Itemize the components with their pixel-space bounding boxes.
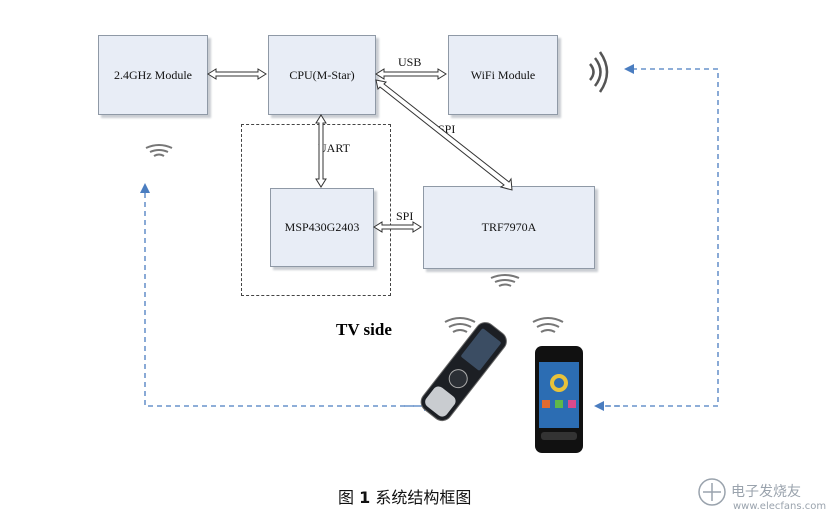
arrow-cpu-wifi — [375, 68, 447, 80]
arrow-cpu-msp430 — [315, 114, 327, 188]
smartphone-icon — [535, 346, 583, 453]
watermark-brand: 电子发烧友 — [731, 484, 801, 500]
electronics-logo-icon — [698, 478, 726, 506]
wireless-signal-icon — [145, 144, 173, 157]
arrow-cpu-trf — [375, 79, 513, 191]
wireless-signal-icon — [589, 51, 609, 93]
arrow-msp430-trf — [373, 221, 422, 233]
usb-label: USB — [398, 55, 422, 69]
module-msp430-label: MSP430G2403 — [284, 220, 360, 234]
module-trf7970a-label: TRF7970A — [481, 220, 537, 234]
module-2-4ghz: 2.4GHz Module — [98, 35, 208, 115]
module-wifi-label: WiFi Module — [470, 67, 536, 82]
arrow-ghz-cpu — [207, 68, 267, 80]
module-cpu-label: CPU(M-Star) — [289, 67, 355, 82]
caption-number: 1 — [359, 488, 371, 507]
figure-caption: 图 1 系统结构框图 — [338, 484, 471, 508]
module-2-4ghz-label: 2.4GHz Module — [114, 67, 192, 82]
wireless-signal-icon — [490, 274, 520, 287]
caption-prefix: 图 — [338, 488, 355, 507]
uart-label: UART — [318, 141, 350, 155]
module-wifi: WiFi Module — [448, 35, 558, 115]
dashed-arrow-phone-to-wifi — [596, 64, 719, 407]
module-cpu: CPU(M-Star) — [268, 35, 376, 115]
module-trf7970a: TRF7970A — [423, 186, 595, 269]
wireless-signal-icon — [532, 317, 564, 333]
watermark-url: www.elecfans.com — [733, 501, 827, 512]
module-msp430: MSP430G2403 — [270, 188, 374, 267]
tv-side-label: TV side — [336, 320, 392, 339]
caption-text: 系统结构框图 — [375, 488, 472, 507]
wireless-signal-icon — [444, 317, 476, 333]
remote-control-icon — [420, 322, 507, 422]
dashed-arrow-remote-to-ghz — [140, 183, 432, 407]
spi-bottom-label: SPI — [396, 209, 414, 223]
dashed-region — [241, 124, 391, 296]
